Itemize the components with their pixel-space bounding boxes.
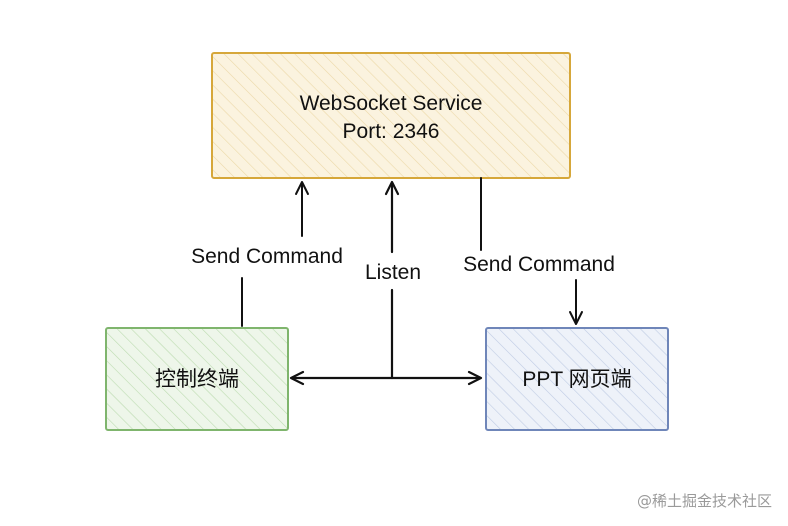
edge-center-left-arrowhead-icon — [289, 370, 305, 386]
control-terminal-box — [105, 327, 289, 431]
ppt-page-box — [485, 327, 669, 431]
websocket-service-port: Port: 2346 — [343, 120, 440, 143]
edge-center-top-arrowhead-icon — [384, 180, 400, 196]
websocket-service-node: WebSocket Service Port: 2346 — [211, 52, 571, 179]
edge-left-arrowhead-icon — [295, 181, 309, 195]
edge-left-send-command — [241, 181, 309, 327]
edge-left-label: Send Command — [191, 245, 343, 268]
edge-right-label: Send Command — [463, 253, 615, 276]
edge-center-right-arrowhead-icon — [467, 370, 483, 386]
ppt-page-label: PPT 网页端 — [522, 368, 631, 391]
edge-center-listen — [289, 180, 483, 386]
edge-right-arrowhead-icon — [569, 311, 583, 325]
control-terminal-label: 控制终端 — [155, 368, 239, 391]
websocket-service-box — [211, 52, 571, 179]
websocket-service-title: WebSocket Service — [300, 92, 483, 115]
ppt-page-node: PPT 网页端 — [485, 327, 669, 431]
control-terminal-node: 控制终端 — [105, 327, 289, 431]
edge-center-label: Listen — [365, 261, 421, 284]
watermark: @稀土掘金技术社区 — [637, 492, 772, 510]
edge-right-send-command — [480, 177, 583, 325]
